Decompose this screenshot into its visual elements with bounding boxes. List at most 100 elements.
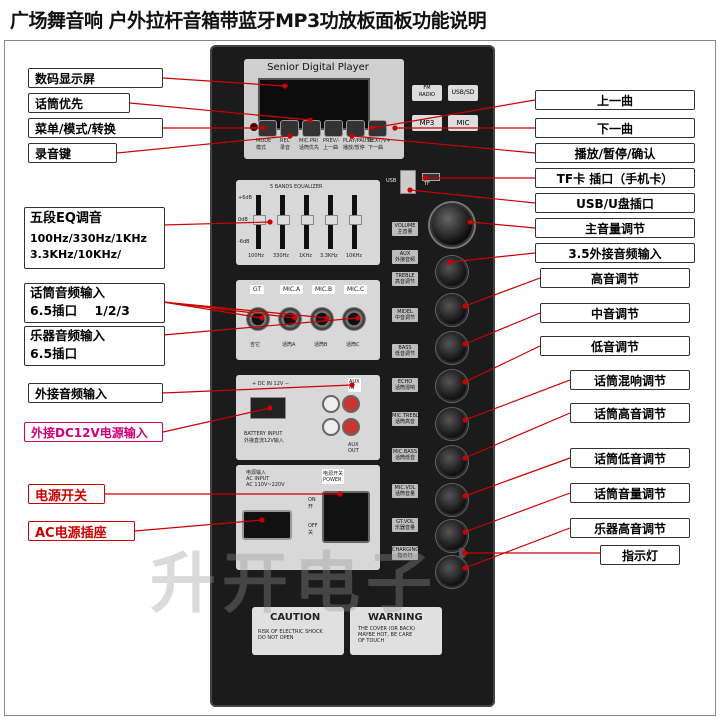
label-record: 录音键 [28, 143, 117, 163]
label-prev: 上一曲 [535, 90, 695, 110]
eq-freq-10khz: 10KHz [346, 253, 363, 259]
label-next: 下一曲 [535, 118, 695, 138]
mic-a-jack[interactable] [278, 307, 302, 331]
gt-vol-knob[interactable] [436, 556, 468, 588]
label-main-vol: 主音量调节 [535, 218, 695, 238]
tf-slot[interactable] [422, 173, 440, 181]
caution-box [252, 607, 344, 655]
usb-port-label: USB [386, 178, 397, 184]
label-tf: TF卡 插口（手机卡） [535, 168, 695, 188]
label-display: 数码显示屏 [28, 68, 163, 88]
ac-socket[interactable] [242, 510, 292, 540]
mic-c-jack[interactable] [342, 307, 366, 331]
aux-out-label: AUX OUT [348, 442, 359, 454]
label-mic-priority: 话筒优先 [28, 93, 130, 113]
eq-title: 5 BANDS EQUALIZER [270, 184, 323, 190]
mic-badge: MIC [448, 115, 478, 131]
label-play: 播放/暂停/确认 [535, 143, 695, 163]
eq-slider-10khz[interactable] [349, 195, 362, 249]
power-on-label: ON 开 [308, 497, 316, 510]
mic-b-label: MIC.B [312, 285, 336, 294]
mic-treble-knob[interactable] [436, 446, 468, 478]
label-dc12v: 外接DC12V电源输入 [24, 422, 163, 442]
eq-freq-330hz: 330Hz [273, 253, 289, 259]
mid-knob[interactable] [436, 332, 468, 364]
eq-slider-100hz[interactable] [253, 195, 266, 249]
aux-knob[interactable] [436, 256, 468, 288]
mic-bass-knob-label: MIC.BASS 话筒低音 [392, 448, 418, 462]
power-off-label: OFF 关 [308, 523, 318, 536]
eq-slider-330hz[interactable] [277, 195, 290, 249]
warning-box [350, 607, 442, 655]
echo-knob[interactable] [436, 408, 468, 440]
mic-input-label-sub: 6.5插口 1/2/3 [30, 303, 130, 318]
mic-treble-knob-label: MIC.TREBLE 话筒高音 [392, 412, 422, 426]
caution-text: RISK OF ELECTRIC SHOCK DO NOT OPEN [258, 629, 323, 641]
mic-input-label-title: 话筒音频输入 [30, 285, 106, 300]
treble-knob-label: TREBLE 高音调节 [392, 272, 418, 286]
label-indicator: 指示灯 [600, 545, 680, 565]
eq-label-box [24, 207, 165, 269]
mic-a-label: MIC.A [280, 285, 304, 294]
power-switch-label: 电源开关 POWER [322, 469, 345, 484]
ac-input-label: 电源输入 AC INPUT AC 110V~220V [246, 470, 285, 488]
gt-jack[interactable] [246, 307, 270, 331]
eq-label-line2: 3.3KHz/10KHz/ [30, 248, 122, 261]
eq-db-minus: -6dB [238, 239, 250, 245]
eq-db-plus: +6dB [238, 195, 252, 201]
volume-knob-label: VOLUME 主音量 [392, 222, 418, 236]
mic-vol-knob-label: MIC.VOL 话筒音量 [392, 484, 418, 498]
mid-knob-label: MIDEL 中音调节 [392, 308, 418, 322]
aux-out-jack-white[interactable] [322, 418, 340, 436]
mic-pri-label: MIC.PRI 话筒优先 [299, 138, 320, 151]
eq-freq-100hz: 100Hz [248, 253, 264, 259]
instrument-label-box [24, 326, 165, 366]
eq-slider-1khz[interactable] [301, 195, 314, 249]
caution-title: CAUTION [270, 612, 321, 623]
mic-b-jack[interactable] [310, 307, 334, 331]
label-gt-treble: 乐器高音调节 [570, 518, 690, 538]
eq-label-line1: 100Hz/330Hz/1KHz [30, 232, 147, 245]
display-name: Senior Digital Player [267, 62, 369, 73]
dc-in-label: + DC IN 12V − [252, 381, 290, 387]
label-echo: 话筒混响调节 [570, 370, 690, 390]
treble-knob[interactable] [436, 294, 468, 326]
mic-bass-knob[interactable] [436, 484, 468, 516]
label-mid: 中音调节 [540, 303, 690, 323]
label-aux-input: 外接音频输入 [28, 383, 163, 403]
next-label: NEXT/V+ 下一曲 [368, 138, 391, 151]
mp3-badge: MP3 [412, 115, 442, 131]
page-title: 广场舞音响 户外拉杆音箱带蓝牙MP3功放板面板功能说明 [10, 10, 487, 32]
gt-vol-knob-label: GT.VOL 乐器音量 [392, 518, 418, 532]
rec-button[interactable] [280, 120, 299, 137]
instrument-label-title: 乐器音频输入 [30, 328, 106, 343]
next-button[interactable] [368, 120, 387, 137]
tf-slot-label: TF [424, 181, 430, 187]
usb-port[interactable] [400, 170, 416, 194]
mic-b-jack-label: 话筒B [314, 342, 328, 348]
label-ac-socket: AC电源插座 [28, 521, 135, 541]
echo-knob-label: ECHO 话筒混响 [392, 378, 418, 392]
gt-jack-label: 吉它 [250, 342, 261, 348]
eq-slider-3-3khz[interactable] [325, 195, 338, 249]
aux-in-jack-white[interactable] [322, 395, 340, 413]
bass-knob-label: BASS 低音调节 [392, 344, 418, 358]
power-switch[interactable] [322, 491, 370, 543]
volume-knob[interactable] [430, 203, 474, 247]
mic-c-label: MIC.C [344, 285, 368, 294]
aux-in-jack-red[interactable] [342, 395, 360, 413]
bass-knob[interactable] [436, 370, 468, 402]
eq-db-zero: 0dB [238, 217, 248, 223]
fm-radio-badge: FM RADIO [412, 85, 442, 101]
aux-out-jack-red[interactable] [342, 418, 360, 436]
label-aux-in: 3.5外接音频输入 [535, 243, 695, 263]
dc-terminal[interactable] [250, 397, 286, 419]
mic-pri-button[interactable] [302, 120, 321, 137]
mic-vol-knob[interactable] [436, 520, 468, 552]
mode-button[interactable] [258, 120, 277, 137]
label-treble: 高音调节 [540, 268, 690, 288]
play-pause-button[interactable] [346, 120, 365, 137]
prev-button[interactable] [324, 120, 343, 137]
mode-label: MODE 模式 [256, 138, 272, 151]
label-mic-vol: 话筒音量调节 [570, 483, 690, 503]
